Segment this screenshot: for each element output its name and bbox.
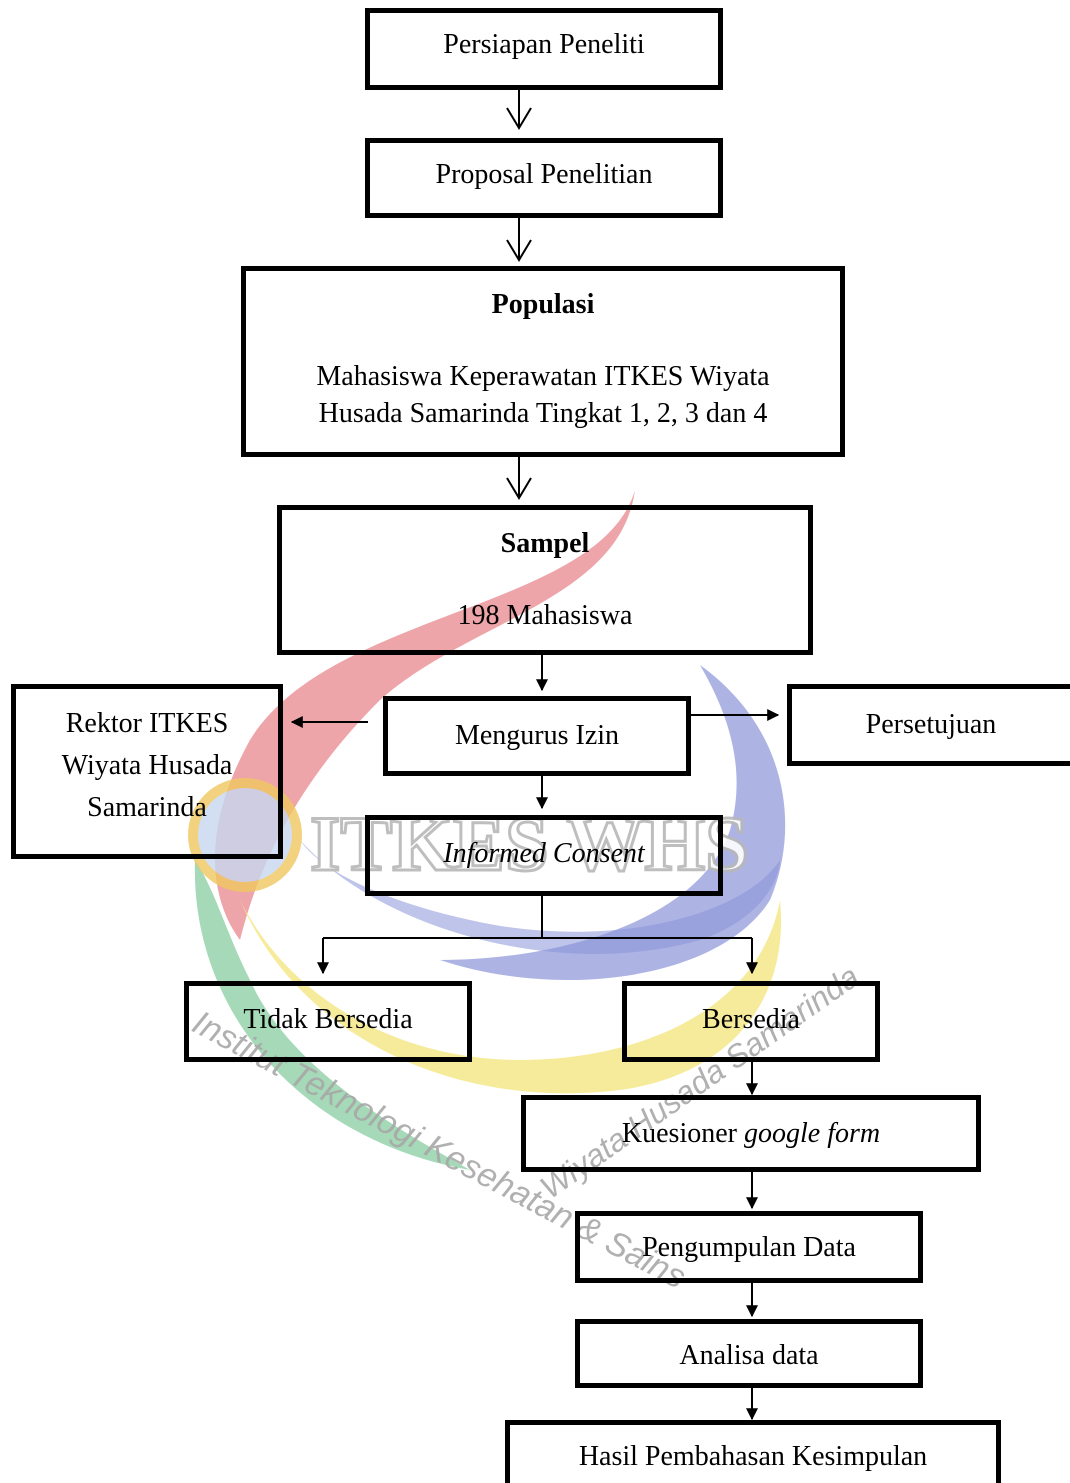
- node-mengurus-izin: Mengurus Izin: [383, 696, 691, 776]
- watermark-globe: [188, 778, 302, 892]
- node-kuesioner-label: Kuesioner google form: [622, 1116, 880, 1152]
- node-bersedia: Bersedia: [622, 981, 880, 1062]
- node-pengumpulan-data: Pengumpulan Data: [575, 1211, 923, 1283]
- node-populasi-line1: Mahasiswa Keperawatan ITKES Wiyata: [316, 361, 770, 393]
- node-persetujuan: Persetujuan: [787, 684, 1070, 766]
- node-pengumpulan-label: Pengumpulan Data: [642, 1232, 856, 1263]
- node-populasi-line2: Husada Samarinda Tingkat 1, 2, 3 dan 4: [318, 397, 768, 429]
- node-analisa-data: Analisa data: [575, 1319, 923, 1388]
- node-populasi-title: Populasi: [491, 289, 595, 320]
- node-sampel-value: 198 Mahasiswa: [457, 600, 633, 632]
- node-informed-consent: Informed Consent: [365, 815, 723, 896]
- node-rektor-line2: Wiyata Husada: [61, 750, 233, 781]
- node-proposal-penelitian: Proposal Penelitian: [365, 138, 723, 218]
- connector-consent-split: [323, 896, 752, 939]
- node-tidak-bersedia: Tidak Bersedia: [184, 981, 472, 1062]
- node-rektor-line3: Samarinda: [87, 792, 207, 823]
- watermark-blue-band: [300, 840, 780, 954]
- node-persiapan-label: Persiapan Peneliti: [443, 29, 645, 60]
- watermark-yellow-swoosh: [240, 900, 782, 1094]
- node-informed-consent-label: Informed Consent: [443, 838, 645, 869]
- node-analisa-label: Analisa data: [679, 1340, 819, 1371]
- watermark-red-swoosh: [215, 490, 635, 940]
- watermark-logo-text: ITKES WHS: [310, 800, 749, 887]
- node-tidak-bersedia-label: Tidak Bersedia: [243, 1004, 413, 1035]
- watermark-blue-swoosh: [440, 665, 786, 980]
- node-sampel: Sampel 198 Mahasiswa: [277, 505, 813, 655]
- node-rektor-line1: Rektor ITKES: [65, 708, 229, 739]
- node-mengurus-izin-label: Mengurus Izin: [454, 719, 620, 751]
- node-kuesioner-italic: google form: [743, 1118, 881, 1149]
- node-bersedia-label: Bersedia: [702, 1004, 800, 1035]
- node-sampel-title: Sampel: [500, 528, 590, 559]
- watermark-green-swoosh: [194, 860, 471, 1170]
- node-kuesioner-text: Kuesioner: [621, 1118, 744, 1149]
- node-populasi: Populasi Mahasiswa Keperawatan ITKES Wiy…: [241, 266, 845, 457]
- node-rektor: Rektor ITKES Wiyata Husada Samarinda: [11, 684, 283, 859]
- arrow-populasi-to-sampel: [506, 457, 532, 500]
- node-persetujuan-label: Persetujuan: [865, 709, 997, 740]
- arrow-proposal-to-populasi: [506, 218, 532, 262]
- arrow-persiapan-to-proposal: [506, 90, 532, 130]
- node-proposal-label: Proposal Penelitian: [435, 159, 653, 190]
- node-kuesioner: Kuesioner google form: [521, 1095, 981, 1172]
- node-persiapan-peneliti: Persiapan Peneliti: [365, 8, 723, 90]
- node-hasil-label: Hasil Pembahasan Kesimpulan: [578, 1441, 928, 1472]
- node-hasil: Hasil Pembahasan Kesimpulan: [505, 1420, 1001, 1483]
